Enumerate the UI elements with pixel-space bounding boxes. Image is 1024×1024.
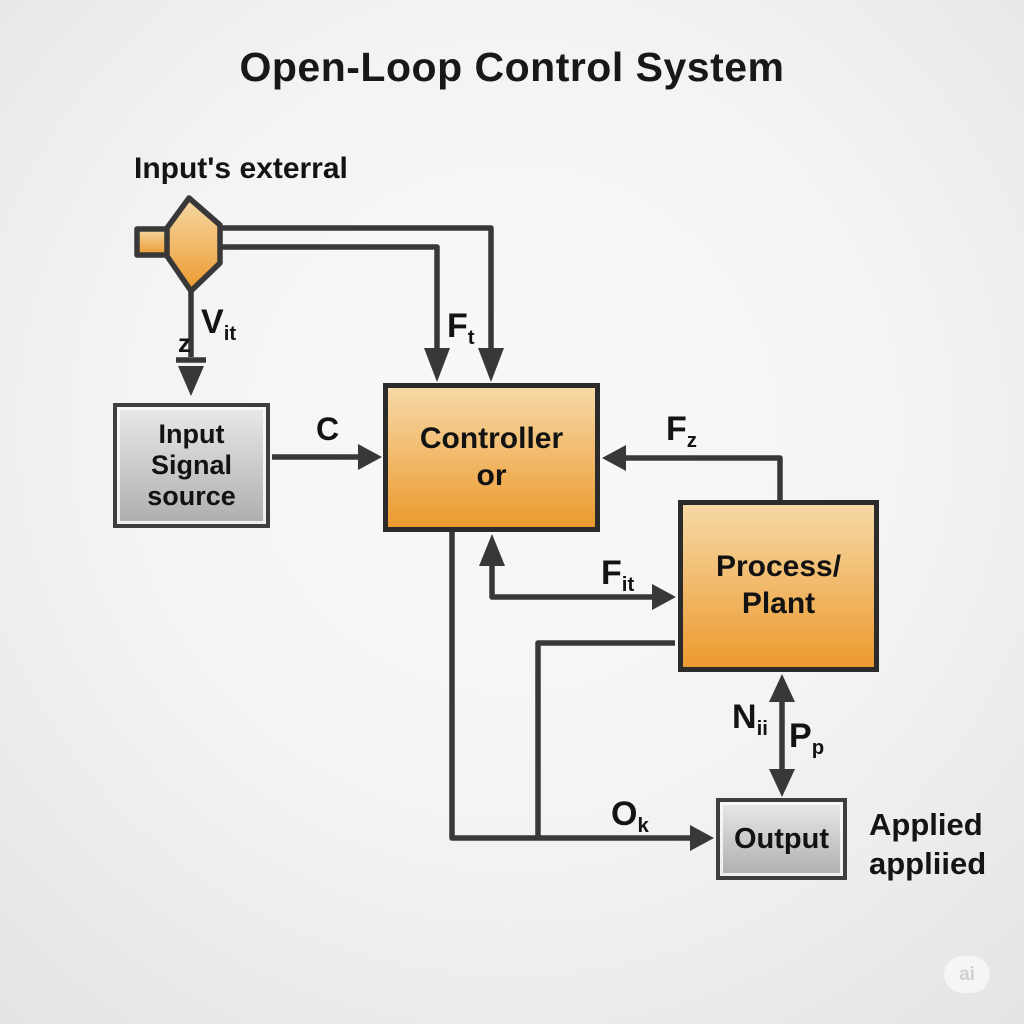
controller-block: Controller or xyxy=(383,383,600,532)
arrowhead-fz xyxy=(602,445,626,471)
wire-process-rail xyxy=(535,640,675,836)
external-input-icon xyxy=(134,195,223,294)
ai-watermark-text: ai xyxy=(959,963,975,985)
wire-top-inner xyxy=(218,244,440,350)
signal-c-label: C xyxy=(316,411,340,447)
signal-fit-label: Fit xyxy=(601,554,635,597)
arrowhead-ft-right xyxy=(478,348,504,382)
block-line: Output xyxy=(733,822,829,855)
wire-top-outer xyxy=(218,225,494,350)
wire-controller-to-output xyxy=(449,532,692,841)
input-signal-source-block: Input Signal source xyxy=(113,403,270,528)
signal-z-label: z xyxy=(178,328,191,358)
output-caption-line: Applied xyxy=(869,807,983,842)
signal-fz-label: Fz xyxy=(666,410,697,453)
arrowhead-fit-up xyxy=(479,534,505,566)
block-line: Input xyxy=(158,418,225,449)
signal-ok-label: Ok xyxy=(611,795,649,838)
arrowhead-fit-right xyxy=(652,584,676,610)
arrowhead-ft-left xyxy=(424,348,450,382)
wire-fit xyxy=(489,564,656,600)
block-line: Signal xyxy=(150,449,232,480)
signal-ft-label: Ft xyxy=(447,307,475,350)
block-line: Plant xyxy=(741,587,816,620)
output-caption: Applied appliied xyxy=(869,806,986,884)
process-plant-block: Process/ Plant xyxy=(678,500,879,672)
page-title: Open-Loop Control System xyxy=(239,44,785,90)
arrowhead-v-down xyxy=(178,366,204,396)
output-block: Output xyxy=(716,798,847,880)
arrowhead-np-down xyxy=(769,769,795,797)
output-caption-line: appliied xyxy=(869,845,987,881)
signal-p-label: Pp xyxy=(789,717,825,760)
arrowhead-np-up xyxy=(769,674,795,702)
arrowhead-c xyxy=(358,444,382,470)
block-line: or xyxy=(476,458,507,492)
arrowhead-ok xyxy=(690,825,714,851)
external-input-label: Input's exterral xyxy=(134,152,348,185)
block-line: Controller xyxy=(419,421,564,455)
wire-fz xyxy=(624,455,783,500)
block-line: Process/ xyxy=(715,550,842,584)
signal-n-label: Nii xyxy=(732,698,768,741)
signal-v-label: Vit xyxy=(201,303,237,346)
block-line: source xyxy=(147,481,236,512)
ai-watermark-badge: ai xyxy=(944,956,990,993)
